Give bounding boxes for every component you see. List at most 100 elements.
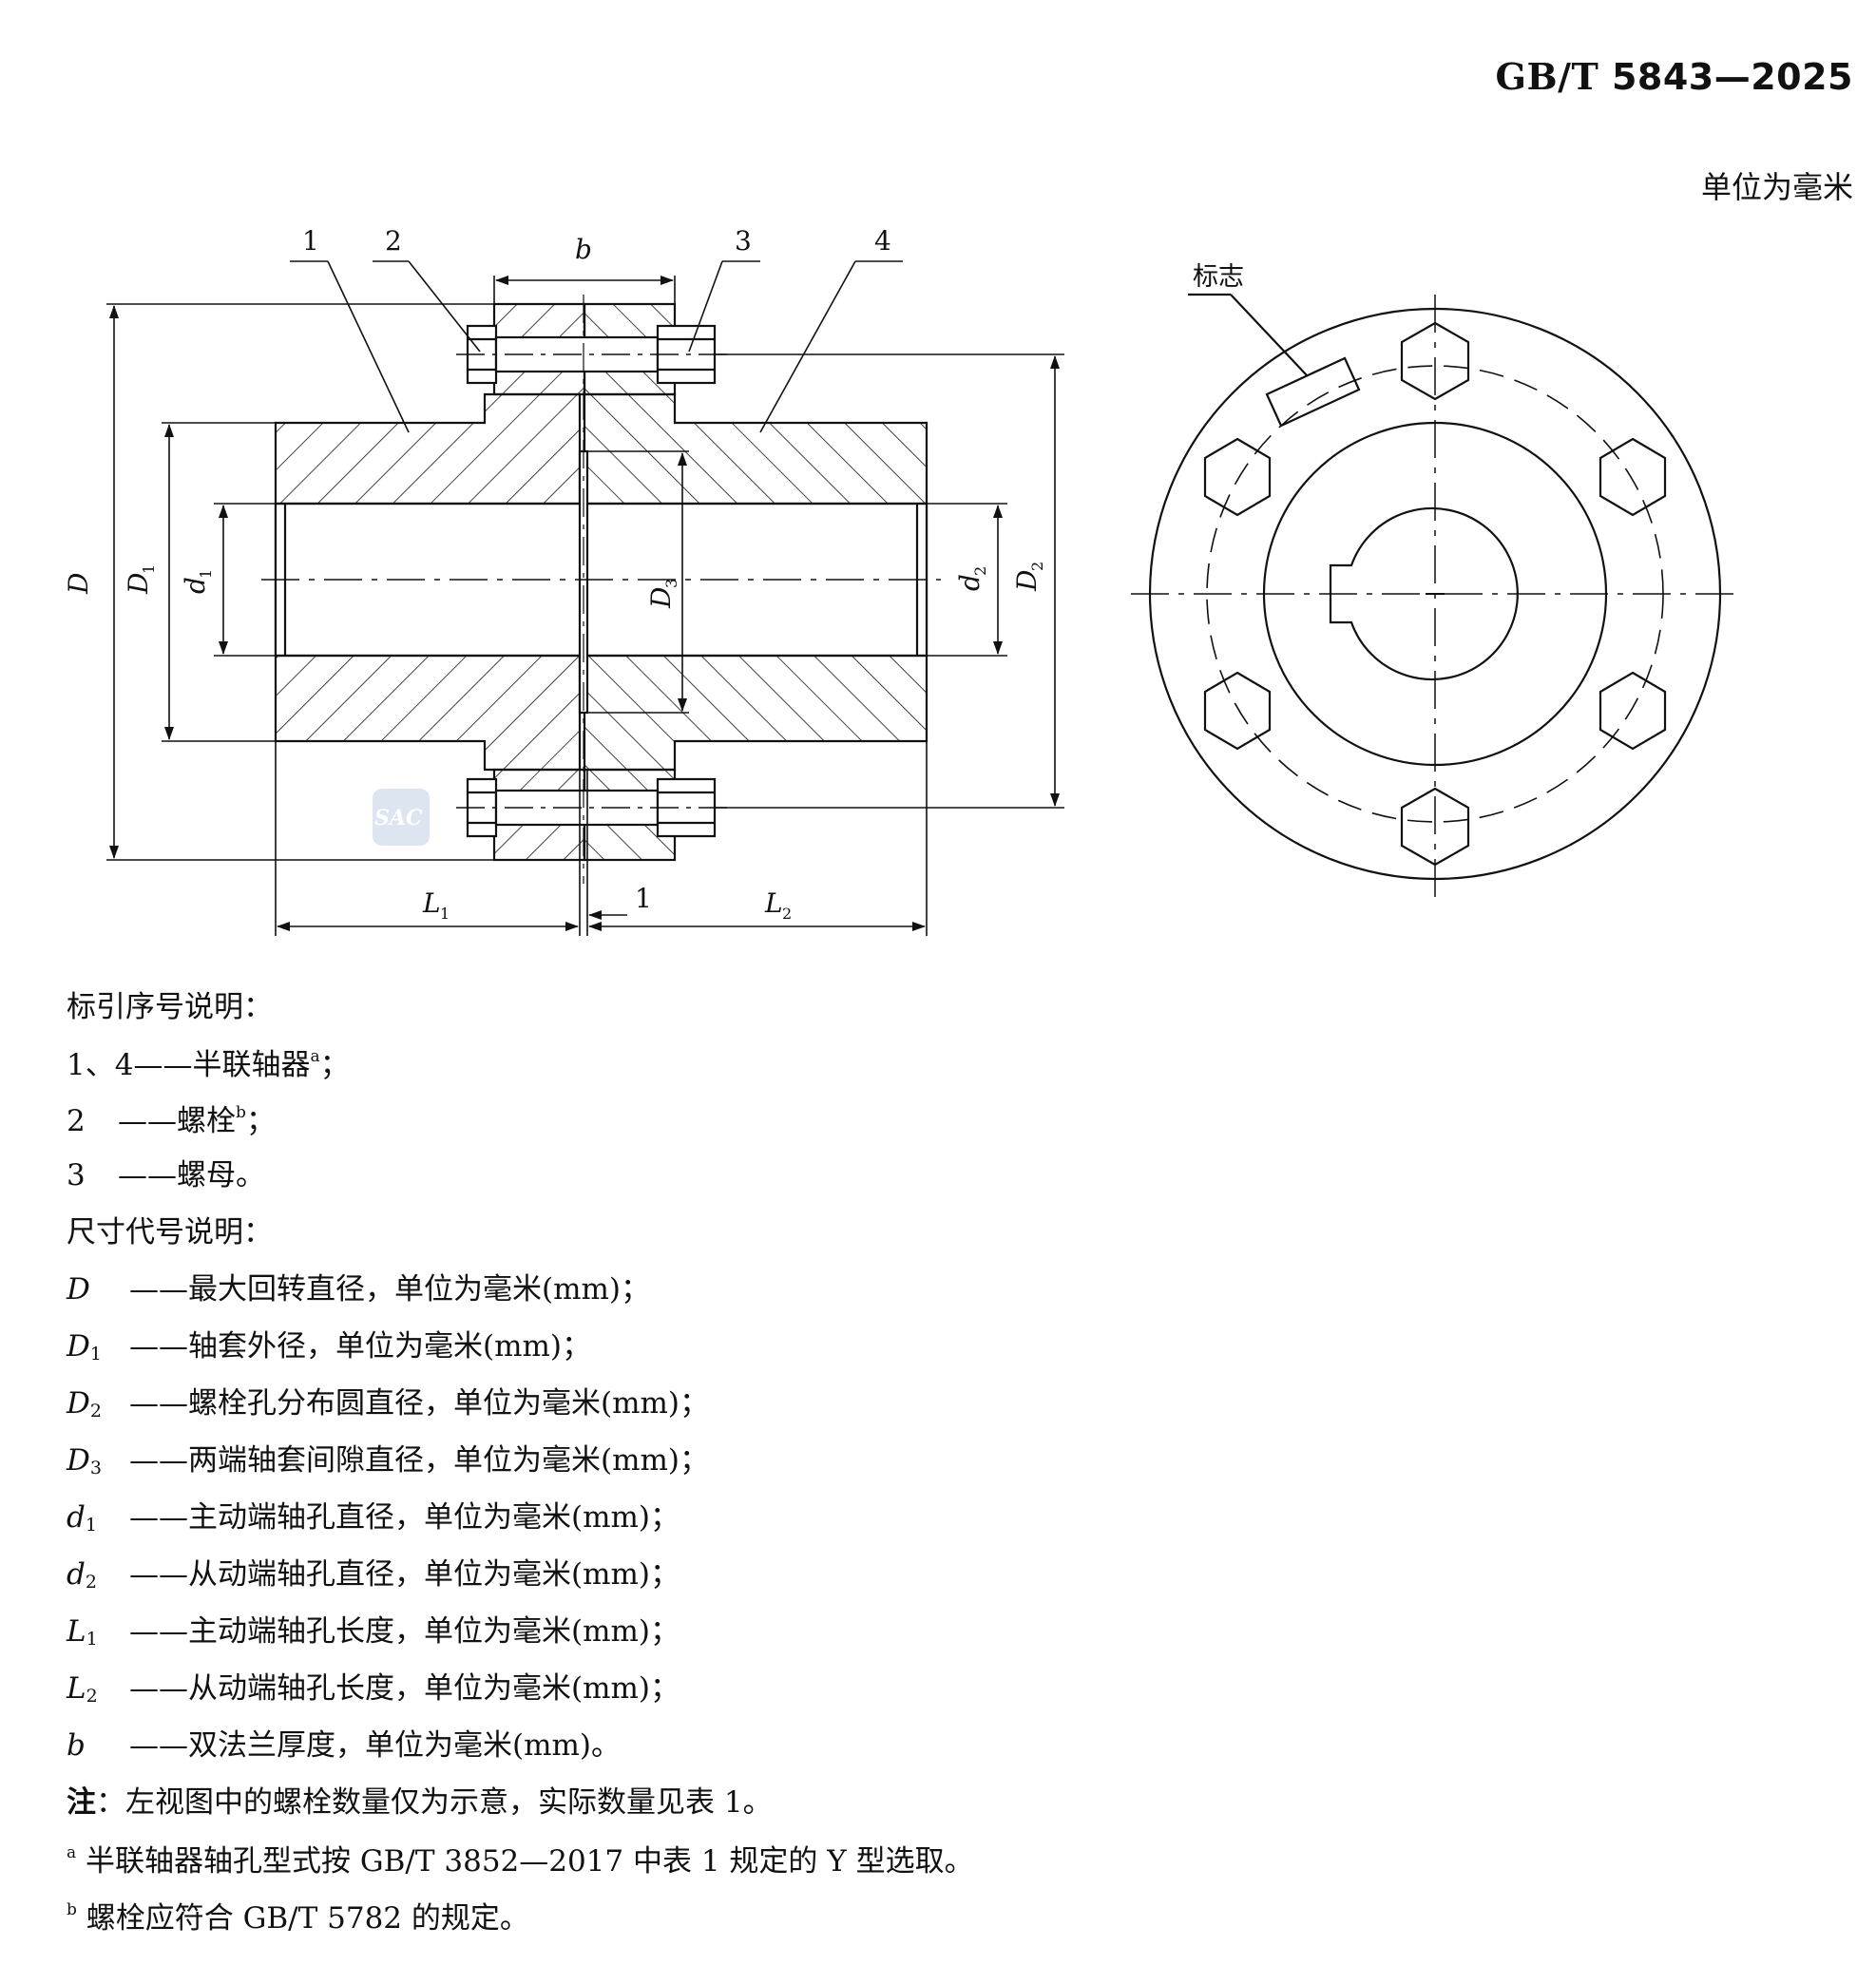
dim-label-D3-sub: 3 <box>662 579 680 588</box>
dim-symbol-letter: L <box>67 1614 86 1649</box>
part-note: b <box>236 1103 246 1122</box>
dim-desc: ——从动端轴孔直径，单位为毫米(mm)； <box>129 1557 680 1592</box>
dim-symbol: b <box>67 1731 129 1763</box>
dim-label-gap: 1 <box>635 883 652 914</box>
part-desc: ——螺母。 <box>118 1158 265 1192</box>
bolt-hex-lower-left <box>1203 671 1272 751</box>
callout-1: 1 <box>302 225 319 257</box>
dim-label-d1-sub: 1 <box>197 569 215 579</box>
dim-item-b: b——双法兰厚度，单位为毫米(mm)。 <box>67 1731 621 1763</box>
section-view <box>261 295 941 884</box>
dimension-lines <box>106 260 1064 936</box>
dim-desc: ——两端轴套间隙直径，单位为毫米(mm)； <box>129 1443 709 1478</box>
dim-item-D3: D3——两端轴套间隙直径，单位为毫米(mm)； <box>67 1446 709 1478</box>
note-label: 注 <box>67 1785 96 1820</box>
dim-label-L1-sub: 1 <box>440 905 450 923</box>
dim-item-D1: D1——轴套外径，单位为毫米(mm)； <box>67 1332 591 1364</box>
bolt-hex-upper-right <box>1598 437 1667 517</box>
dim-symbol: d2 <box>67 1560 129 1592</box>
dim-desc: ——主动端轴孔直径，单位为毫米(mm)； <box>129 1500 680 1535</box>
dim-item-d2: d2——从动端轴孔直径，单位为毫米(mm)； <box>67 1560 680 1592</box>
dims-title: 尺寸代号说明： <box>67 1215 273 1250</box>
dim-symbol: d1 <box>67 1503 129 1535</box>
dim-label-L1: L <box>422 887 441 919</box>
footnote-mark: b <box>67 1900 77 1919</box>
dim-desc: ——轴套外径，单位为毫米(mm)； <box>129 1329 591 1364</box>
bolt-hex-bottom <box>1400 787 1470 867</box>
bolt-hex-upper-left <box>1203 437 1272 517</box>
footnote-mark: a <box>67 1843 77 1862</box>
dim-label-D1: D <box>123 573 154 595</box>
standard-number: 5843—2025 <box>1611 56 1853 98</box>
callout-4: 4 <box>874 225 891 257</box>
part-end: ； <box>245 1104 276 1138</box>
standard-code: GB/T 5843—2025 <box>1496 55 1854 98</box>
dim-symbol: L1 <box>67 1617 129 1649</box>
part-desc: ——螺栓 <box>118 1104 236 1138</box>
dim-label-L2: L <box>764 887 783 919</box>
mark-label: 标志 <box>1193 262 1244 292</box>
sac-watermark: SAC <box>373 789 430 846</box>
dim-label-D3: D <box>645 587 677 609</box>
standard-prefix: GB/T <box>1495 55 1599 98</box>
dim-label-d2: d <box>954 574 986 591</box>
note-text: ：左视图中的螺栓数量仅为示意，实际数量见表 1。 <box>96 1785 773 1820</box>
dim-label-D2: D <box>1011 570 1043 592</box>
part-desc: ——半联轴器 <box>133 1048 311 1082</box>
dim-symbol-letter: D <box>67 1329 90 1364</box>
dim-symbol-letter: d <box>67 1557 86 1592</box>
dim-symbol: D1 <box>67 1332 129 1364</box>
dim-symbol: D <box>67 1275 129 1307</box>
dim-label-D1-sub: 1 <box>140 564 158 574</box>
dim-symbol-sub: 1 <box>85 1515 97 1536</box>
dim-desc: ——从动端轴孔长度，单位为毫米(mm)； <box>129 1671 680 1706</box>
dim-symbol: D2 <box>67 1389 129 1421</box>
dim-symbol-sub: 1 <box>89 1344 102 1364</box>
dim-symbol-sub: 2 <box>86 1686 98 1707</box>
drawing-labels: 1 2 3 4 b D D 1 d 1 d 2 D 2 D 3 L 1 1 L … <box>63 225 1046 923</box>
dim-item-D2: D2——螺栓孔分布圆直径，单位为毫米(mm)； <box>67 1389 709 1421</box>
dim-item-L1: L1——主动端轴孔长度，单位为毫米(mm)； <box>67 1617 680 1649</box>
dim-symbol-letter: d <box>67 1500 86 1535</box>
mark-box <box>1265 356 1361 428</box>
parts-title: 标引序号说明： <box>67 990 273 1024</box>
part-id: 2 <box>67 1104 86 1138</box>
dim-label-L2-sub: 2 <box>782 905 792 923</box>
dim-item-L2: L2——从动端轴孔长度，单位为毫米(mm)； <box>67 1674 680 1706</box>
part-item-2: 2 ——螺栓b； <box>67 1105 276 1136</box>
part-item-3: 3——螺母。 <box>67 1161 265 1191</box>
end-view <box>1131 293 1739 903</box>
callout-3: 3 <box>735 225 752 257</box>
part-note: a <box>310 1047 320 1066</box>
dim-symbol-letter: b <box>67 1728 86 1763</box>
dim-label-b: b <box>575 234 592 265</box>
dim-label-d1: d <box>180 577 211 594</box>
dim-symbol: D3 <box>67 1446 129 1478</box>
dim-symbol-sub: 2 <box>85 1572 97 1593</box>
dim-label-d2-sub: 2 <box>971 566 989 576</box>
watermark-text: SAC <box>374 806 423 830</box>
note: 注：左视图中的螺栓数量仅为示意，实际数量见表 1。 <box>67 1788 773 1818</box>
dim-item-d1: d1——主动端轴孔直径，单位为毫米(mm)； <box>67 1503 680 1535</box>
dim-symbol-sub: 3 <box>89 1458 102 1479</box>
dim-symbol-sub: 2 <box>89 1401 102 1421</box>
bolt-hex-top <box>1400 321 1470 401</box>
part-item-1-4: 1、4——半联轴器a； <box>67 1049 350 1080</box>
dim-desc: ——最大回转直径，单位为毫米(mm)； <box>129 1272 650 1307</box>
dim-symbol: L2 <box>67 1674 129 1706</box>
keyed-bore <box>1329 506 1519 681</box>
part-id: 1、4 <box>67 1048 134 1082</box>
dim-desc: ——主动端轴孔长度，单位为毫米(mm)； <box>129 1614 680 1649</box>
footnote-a: a 半联轴器轴孔型式按 GB/T 3852—2017 中表 1 规定的 Y 型选… <box>67 1845 974 1877</box>
dim-symbol-letter: D <box>67 1386 90 1421</box>
part-end: ； <box>319 1048 350 1082</box>
unit-note: 单位为毫米 <box>1700 169 1853 205</box>
callout-2: 2 <box>385 225 402 257</box>
dim-label-D: D <box>63 573 94 595</box>
bolt-hex-lower-right <box>1598 671 1667 751</box>
dim-symbol-sub: 1 <box>86 1629 98 1650</box>
footnote-b: b 螺栓应符合 GB/T 5782 的规定。 <box>67 1902 529 1934</box>
footnote-text: 半联轴器轴孔型式按 GB/T 3852—2017 中表 1 规定的 Y 型选取。 <box>76 1844 974 1879</box>
coupling-technical-drawing: 1 2 3 4 b D D 1 d 1 d 2 D 2 D 3 L 1 1 L … <box>63 225 1739 936</box>
footnote-text: 螺栓应符合 GB/T 5782 的规定。 <box>76 1901 529 1936</box>
